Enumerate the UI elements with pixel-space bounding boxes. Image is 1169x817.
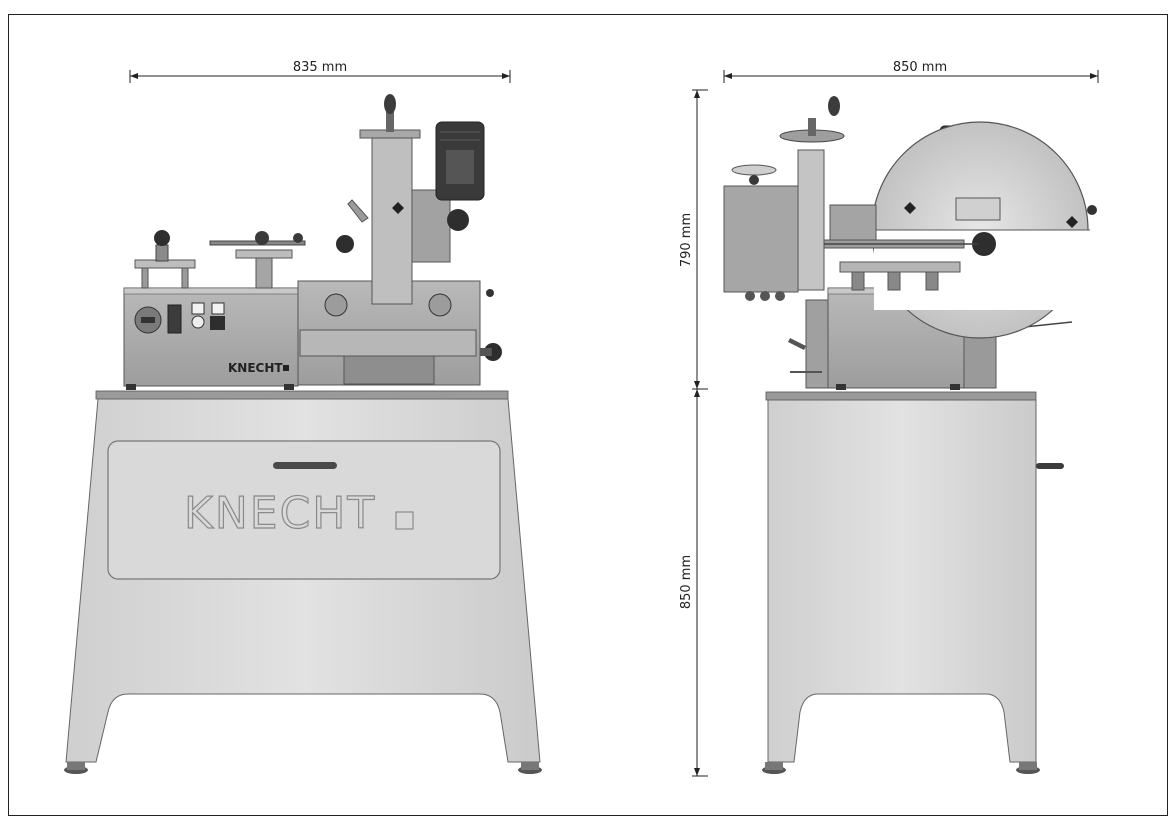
front-width-label: 835 mm: [293, 60, 347, 75]
side-carriage: [788, 204, 978, 373]
front-stand: KNECHT: [64, 390, 542, 774]
front-motor: [435, 121, 485, 201]
side-grinding-disk: [871, 121, 1097, 339]
stand-logo: KNECHT: [184, 488, 376, 539]
front-base-unit: [297, 280, 502, 386]
front-fixture-left: [134, 230, 306, 289]
height-dimensions: 790 mm 850 mm: [679, 89, 708, 777]
machine-height-label: 790 mm: [679, 213, 694, 267]
front-door-panel: [107, 440, 501, 580]
door-handle: [273, 462, 337, 469]
side-view: 850 mm 790 mm 850 mm: [679, 60, 1099, 777]
front-width-dimension: 835 mm: [129, 60, 511, 83]
front-column-head: [336, 94, 469, 305]
drawing-frame: [8, 14, 1168, 816]
switch-panel: [167, 304, 182, 334]
stand-height-label: 850 mm: [679, 555, 694, 609]
panel-logo: KNECHT: [228, 361, 283, 375]
front-view: 835 mm KNECHT KNECHT: [64, 60, 542, 774]
side-width-label: 850 mm: [893, 60, 947, 75]
side-width-dimension: 850 mm: [723, 60, 1099, 83]
side-stand: [762, 391, 1064, 774]
control-box: KNECHT: [123, 287, 299, 390]
side-column: [723, 96, 845, 301]
side-handle: [1036, 463, 1064, 469]
